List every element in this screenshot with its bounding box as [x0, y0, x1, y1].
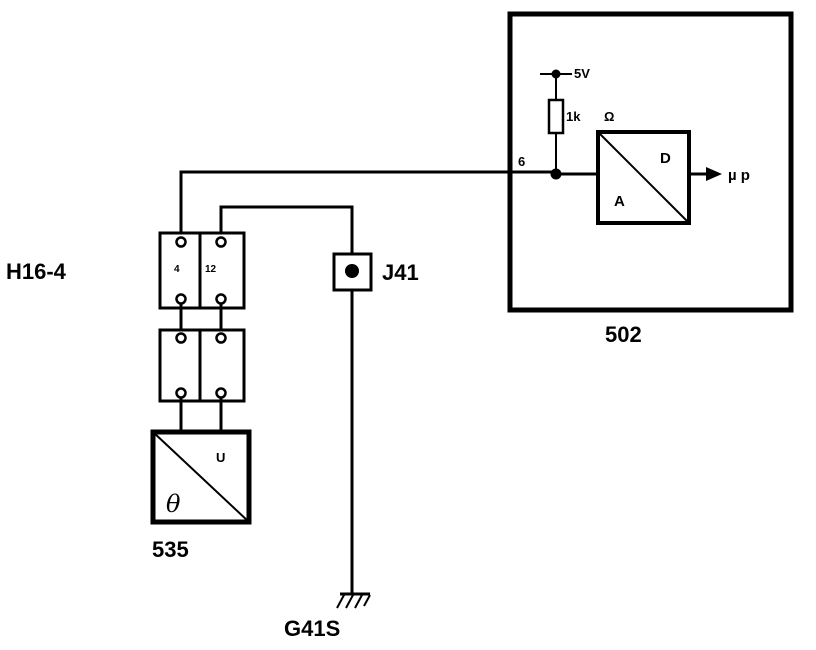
- signal-wire: [179, 170, 556, 236]
- junction-j41-label: J41: [382, 260, 419, 285]
- pin-4-label: 4: [174, 264, 180, 275]
- resistor-label: 1k: [566, 109, 581, 124]
- pullup-resistor: [547, 98, 565, 135]
- converter-a-label: A: [614, 193, 625, 210]
- supply-label: 5V: [574, 66, 590, 81]
- ecu-502-label: 502: [605, 322, 642, 347]
- pin-6-label: 6: [518, 154, 525, 169]
- ground-wire: [219, 205, 354, 254]
- pin-12-label: 12: [205, 264, 217, 275]
- output-arrow-icon: [706, 167, 722, 181]
- ohm-label: Ω: [604, 109, 614, 124]
- sensor-theta-label: θ: [166, 490, 181, 518]
- ground-g41s-label: G41S: [284, 616, 340, 641]
- sensor-535-label: 535: [152, 537, 189, 562]
- connector-h16-4-label: H16-4: [6, 259, 67, 284]
- microprocessor-label: µ p: [728, 167, 750, 184]
- ecu-502-box: [507, 11, 794, 313]
- junction-j41-node: [345, 264, 359, 278]
- converter-d-label: D: [660, 150, 671, 167]
- sensor-u-label: U: [216, 450, 225, 465]
- ground-icon: [336, 592, 371, 609]
